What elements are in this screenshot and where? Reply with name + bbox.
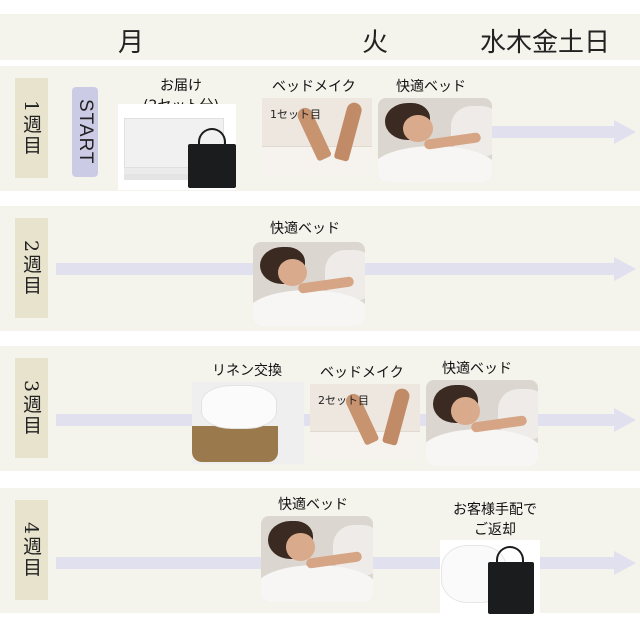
week-1-label: 1週目 [15, 78, 48, 178]
week-4-label: 4週目 [15, 500, 48, 600]
day-tuesday: 火 [362, 28, 389, 58]
w3-linen-image [192, 382, 304, 464]
day-wed-to-sun: 水木金土日 [480, 28, 611, 58]
w3-bedmake-label: ベッドメイク [320, 365, 404, 381]
weekday-header: 月 火 水木金土日 [0, 14, 640, 60]
w2-comfort-label: 快適ベッド [270, 221, 340, 237]
delivery-image [118, 104, 236, 190]
return-label: お客様手配で ご返却 [453, 502, 537, 538]
day-monday: 月 [118, 28, 145, 58]
w3-bedmake-image: 2セット目 [310, 384, 420, 460]
w1-set-label: 1セット目 [270, 108, 321, 121]
w1-bedmake-label: ベッドメイク [272, 79, 356, 95]
w4-comfort-label: 快適ベッド [278, 497, 348, 513]
w3-set-label: 2セット目 [318, 394, 369, 407]
return-image [440, 540, 540, 620]
w3-linen-label: リネン交換 [212, 363, 282, 379]
w1-comfort-label: 快適ベッド [396, 79, 466, 95]
w4-comfort-image [261, 516, 373, 602]
w3-comfort-image [426, 380, 538, 466]
start-badge: START [72, 87, 98, 177]
week-2-label: 2週目 [15, 218, 48, 318]
week-1-arrow [492, 120, 636, 144]
week-3-label: 3週目 [15, 358, 48, 458]
w2-comfort-image [253, 242, 365, 326]
w1-bedmake-image: 1セット目 [262, 98, 372, 176]
w1-comfort-image [378, 98, 492, 182]
w3-comfort-label: 快適ベッド [442, 361, 512, 377]
